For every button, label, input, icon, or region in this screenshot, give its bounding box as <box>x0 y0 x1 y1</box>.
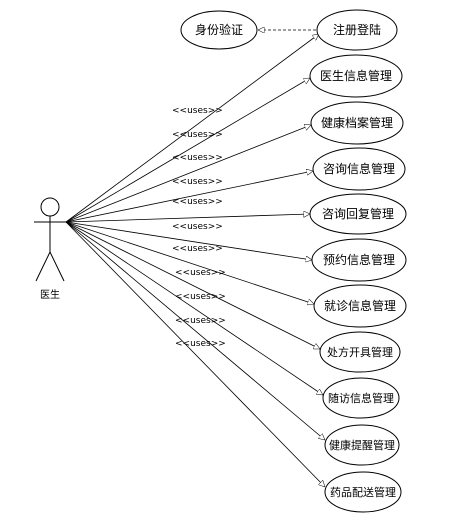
use-case-label: 处方开具管理 <box>327 345 393 359</box>
stereotype-label: <<uses>> <box>172 153 223 163</box>
stereotype-label: <<uses>> <box>172 244 223 254</box>
use-case-consult-info: 咨询信息管理 <box>312 147 406 191</box>
association-line <box>65 221 325 440</box>
association-line <box>65 221 320 350</box>
association-line <box>65 221 323 396</box>
use-case-consult-reply: 咨询回复管理 <box>309 193 407 235</box>
use-case-label: 咨询信息管理 <box>323 161 395 176</box>
use-case-label: 药品配送管理 <box>330 485 396 499</box>
association-line <box>65 125 311 223</box>
association-line <box>65 34 319 223</box>
use-case-ellipse <box>309 54 403 98</box>
use-case-label: 健康提醒管理 <box>329 438 395 452</box>
use-case-prescription: 处方开具管理 <box>319 331 401 373</box>
actor-right-leg <box>49 251 65 282</box>
stereotype-labels: <<uses>> <<uses>> <<uses>> <<uses>> <<us… <box>172 106 226 349</box>
association-line <box>65 221 325 487</box>
use-case-ellipse <box>309 193 407 235</box>
use-case-appointment: 预约信息管理 <box>311 238 407 282</box>
use-case-ellipse <box>316 9 398 51</box>
use-case-ellipse <box>313 284 407 328</box>
use-case-ellipse <box>310 101 404 145</box>
stereotype-label: <<uses>> <box>172 177 223 187</box>
use-case-label: 医生信息管理 <box>320 68 392 83</box>
use-case-visit-info: 就诊信息管理 <box>313 284 407 328</box>
use-case-health-reminder: 健康提醒管理 <box>324 424 400 466</box>
stereotype-label: <<uses>> <box>172 222 223 232</box>
use-case-label: 身份验证 <box>195 22 243 37</box>
association-lines <box>65 34 325 487</box>
use-case-label: 预约信息管理 <box>323 252 395 267</box>
association-line <box>65 77 310 223</box>
use-case-label: 注册登陆 <box>333 22 381 37</box>
stereotype-label: <<uses>> <box>172 197 223 207</box>
use-case-ellipse <box>312 147 406 191</box>
use-case-ellipse <box>322 377 400 419</box>
stereotype-label: <<uses>> <box>175 339 226 349</box>
use-case-label: 咨询回复管理 <box>322 206 394 221</box>
use-case-label: 随访信息管理 <box>328 391 394 405</box>
actor-head <box>40 197 60 217</box>
use-case-doctor-info: 医生信息管理 <box>309 54 403 98</box>
use-case-identity-verification: 身份验证 <box>180 10 258 50</box>
stereotype-label: <<uses>> <box>172 106 223 116</box>
association-line <box>65 221 312 260</box>
use-case-followup: 随访信息管理 <box>322 377 400 419</box>
use-case-label: 就诊信息管理 <box>324 298 396 313</box>
actor: 医生 <box>34 197 66 301</box>
use-case-label: 健康档案管理 <box>321 115 393 130</box>
use-case-ellipse <box>324 424 400 466</box>
association-line <box>65 171 313 223</box>
use-case-health-record: 健康档案管理 <box>310 101 404 145</box>
stereotype-label: <<uses>> <box>172 130 223 140</box>
use-case-ellipse <box>319 331 401 373</box>
use-case-ellipse <box>180 10 258 50</box>
actor-left-leg <box>35 251 51 282</box>
stereotype-label: <<uses>> <box>175 268 226 278</box>
use-case-drug-delivery: 药品配送管理 <box>324 471 402 513</box>
actor-label: 医生 <box>40 288 60 301</box>
association-line <box>65 221 314 304</box>
stereotype-label: <<uses>> <box>175 316 226 326</box>
use-case-register-login: 注册登陆 <box>316 9 398 51</box>
association-line <box>65 214 310 223</box>
use-case-ellipse <box>324 471 402 513</box>
use-case-ellipse <box>311 238 407 282</box>
stereotype-label: <<uses>> <box>175 292 226 302</box>
